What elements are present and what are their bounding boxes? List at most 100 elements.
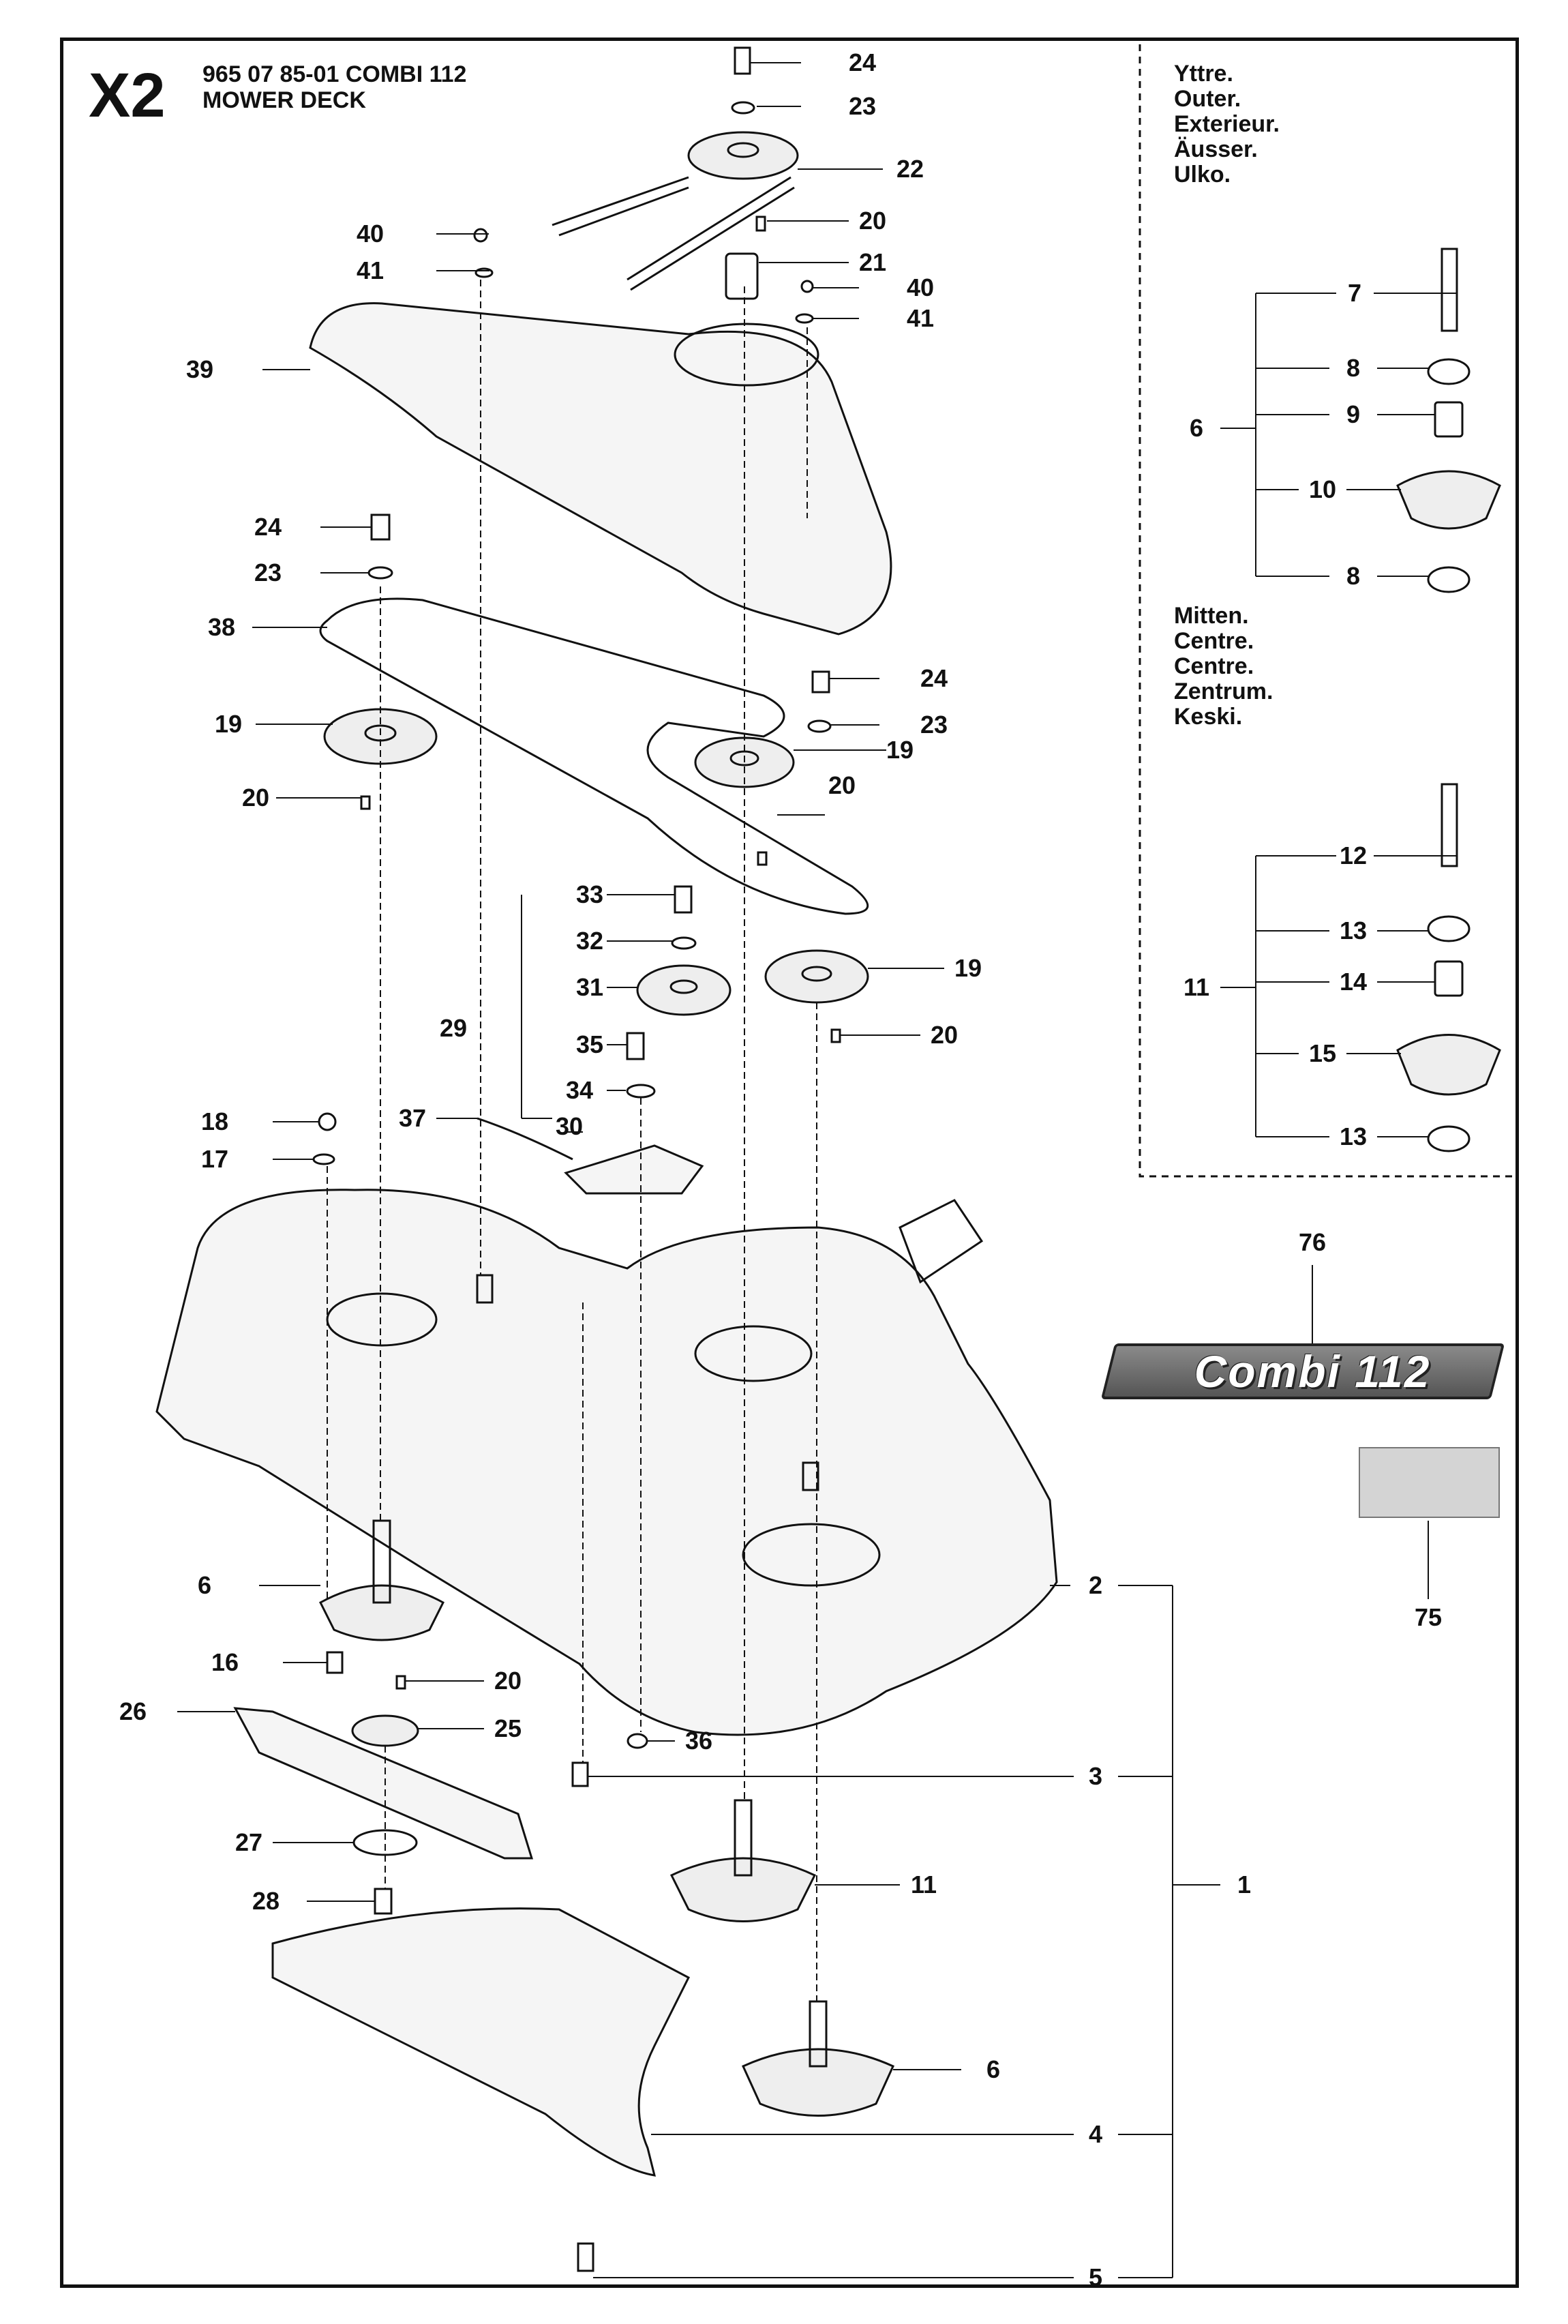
pulley-22	[687, 131, 799, 180]
callout-6: 6	[1189, 414, 1204, 442]
tension-arm-30	[564, 1144, 704, 1195]
washer-32	[671, 936, 697, 950]
assembly-title: MOWER DECK	[202, 87, 366, 113]
washer-23-top	[731, 101, 755, 115]
callout-41: 41	[906, 304, 935, 332]
bolt-16	[326, 1651, 344, 1674]
callout-23: 23	[254, 558, 282, 586]
bolt-28	[374, 1888, 393, 1915]
bolt-5	[577, 2242, 594, 2272]
inset-shaft-7	[1441, 248, 1458, 332]
callout-20: 20	[858, 207, 887, 235]
washer-17	[312, 1153, 335, 1165]
nut-36	[627, 1733, 648, 1749]
callout-20: 20	[828, 771, 856, 799]
callout-24: 24	[920, 664, 948, 692]
bolt-33	[674, 885, 693, 914]
blade-adapter-25	[351, 1714, 419, 1747]
washer-23-left	[367, 566, 393, 580]
callout-37: 37	[398, 1104, 427, 1132]
deck-stud-left	[476, 1274, 494, 1304]
callout-11: 11	[910, 1871, 937, 1898]
inset-spacer-9	[1434, 401, 1464, 438]
washer-41-right	[795, 313, 814, 324]
callout-13: 13	[1339, 1122, 1368, 1150]
inset-bearing-13b	[1427, 1125, 1471, 1152]
stud-3	[571, 1761, 589, 1787]
deck-handle	[899, 1199, 984, 1284]
spring-37	[477, 1117, 573, 1161]
callout-25: 25	[494, 1714, 522, 1742]
belt-cover-39	[309, 302, 892, 636]
washer-34	[626, 1084, 656, 1099]
inset-bearing-8b	[1427, 566, 1471, 593]
decal-thumbnail	[1359, 1447, 1500, 1518]
callout-32: 32	[575, 927, 604, 955]
bolt-40-left	[473, 228, 488, 243]
callout-26: 26	[119, 1697, 147, 1725]
spindle-6-left	[319, 1584, 444, 1641]
bolt-24-center	[811, 670, 830, 694]
inset-border	[1139, 44, 1516, 1178]
callout-23: 23	[920, 711, 948, 739]
model-badge-text: Combi 112	[1194, 1346, 1431, 1397]
callout-39: 39	[185, 355, 214, 383]
callout-18: 18	[200, 1107, 229, 1135]
callout-6: 6	[986, 2055, 1001, 2083]
callout-21: 21	[858, 248, 887, 276]
deck-skirt-4	[271, 1907, 690, 2177]
callout-23: 23	[848, 92, 877, 120]
drawing-frame	[60, 38, 1519, 2288]
inset-bearing-13a	[1427, 915, 1471, 942]
pulley-19-right	[764, 949, 869, 1004]
spindle-11-shaft	[734, 1799, 753, 1877]
blade-26	[233, 1707, 534, 1860]
callout-1: 1	[1237, 1871, 1252, 1898]
callout-19: 19	[886, 736, 914, 764]
belt-fragment-left	[552, 176, 689, 237]
callout-33: 33	[575, 880, 604, 908]
callout-40: 40	[906, 273, 935, 301]
bolt-24-top	[734, 46, 751, 75]
callout-10: 10	[1308, 475, 1337, 503]
callout-15: 15	[1308, 1039, 1337, 1067]
callout-24: 24	[254, 513, 282, 541]
key-20-lower	[395, 1675, 406, 1690]
bolt-35	[626, 1032, 645, 1060]
callout-24: 24	[848, 48, 877, 76]
washer-23-center	[807, 719, 832, 733]
spindle-6-right	[742, 2048, 894, 2117]
spacer-21	[725, 252, 759, 300]
callout-3: 3	[1088, 1762, 1103, 1790]
callout-4: 4	[1088, 2120, 1103, 2148]
washer-41-left	[474, 267, 494, 278]
inset-housing-10	[1396, 470, 1501, 530]
callout-34: 34	[565, 1076, 594, 1104]
callout-22: 22	[896, 155, 924, 183]
key-20-left	[360, 795, 371, 810]
callout-14: 14	[1339, 968, 1368, 996]
callout-13: 13	[1339, 917, 1368, 944]
callout-19: 19	[214, 710, 243, 738]
callout-12: 12	[1339, 841, 1368, 869]
callout-6: 6	[197, 1571, 212, 1599]
bolt-40-right	[800, 280, 814, 293]
callout-8: 8	[1346, 562, 1361, 590]
callout-40: 40	[356, 220, 385, 248]
callout-11: 11	[1183, 973, 1210, 1001]
callout-76: 76	[1298, 1228, 1327, 1256]
callout-7: 7	[1347, 279, 1362, 307]
inset-housing-15	[1396, 1034, 1501, 1096]
spindle-6-right-shaft	[809, 2000, 828, 2068]
callout-20: 20	[494, 1667, 522, 1695]
callout-2: 2	[1088, 1571, 1103, 1599]
callout-36: 36	[684, 1727, 713, 1755]
callout-9: 9	[1346, 400, 1361, 428]
idler-pulley-31-hub	[669, 979, 698, 994]
part-number-title: 965 07 85-01 COMBI 112	[202, 61, 467, 87]
inset-shaft-12	[1441, 783, 1458, 867]
callout-16: 16	[211, 1648, 239, 1676]
inset-bearing-8a	[1427, 358, 1471, 385]
bolt-24-left	[370, 513, 391, 541]
